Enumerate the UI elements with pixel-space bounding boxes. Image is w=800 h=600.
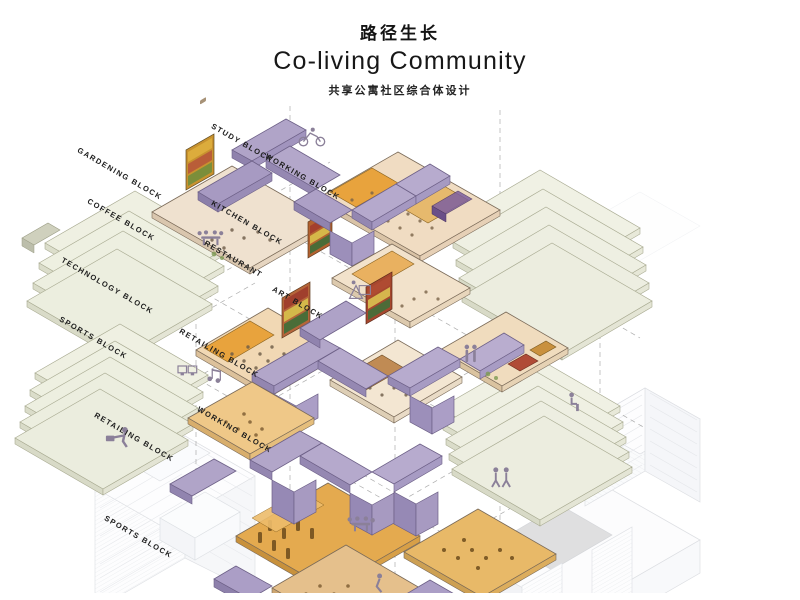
walking-people-icon <box>491 467 511 488</box>
circulation-ramps-lower <box>169 430 454 593</box>
art-easel-icon <box>348 280 371 300</box>
circulation-ramps-mid <box>251 300 525 435</box>
title-block: 路径生长 Co-living Community 共享公寓社区综合体设计 <box>0 24 800 98</box>
context-building-midleft <box>159 491 241 561</box>
cycling-icon <box>298 127 326 147</box>
axonometric-drawing: GARDENING BLOCK STUDY BLOCK WORKING BLOC… <box>0 88 800 593</box>
skateboard-icon <box>375 573 383 593</box>
axonometric-svg <box>14 97 701 593</box>
seated-person-icon <box>569 392 579 412</box>
exercise-icon <box>105 427 128 448</box>
music-note-icon <box>207 368 221 383</box>
activity-pictograms <box>105 127 579 593</box>
landscape-detail <box>211 251 498 380</box>
slab-stack-upper-left <box>21 190 231 363</box>
screen-icon <box>177 365 198 376</box>
page-title-english: Co-living Community <box>273 47 527 76</box>
page-subtitle-chinese: 共享公寓社区综合体设计 <box>328 83 472 97</box>
slab-stack-lower-right <box>439 354 633 527</box>
page-title-chinese: 路径生长 <box>360 24 440 44</box>
meeting-icon <box>347 516 375 532</box>
slab-stack-upper-right <box>449 169 653 361</box>
dining-icon <box>197 230 224 246</box>
standing-people-icon <box>464 344 477 363</box>
circulation-ramps-top <box>197 118 451 267</box>
